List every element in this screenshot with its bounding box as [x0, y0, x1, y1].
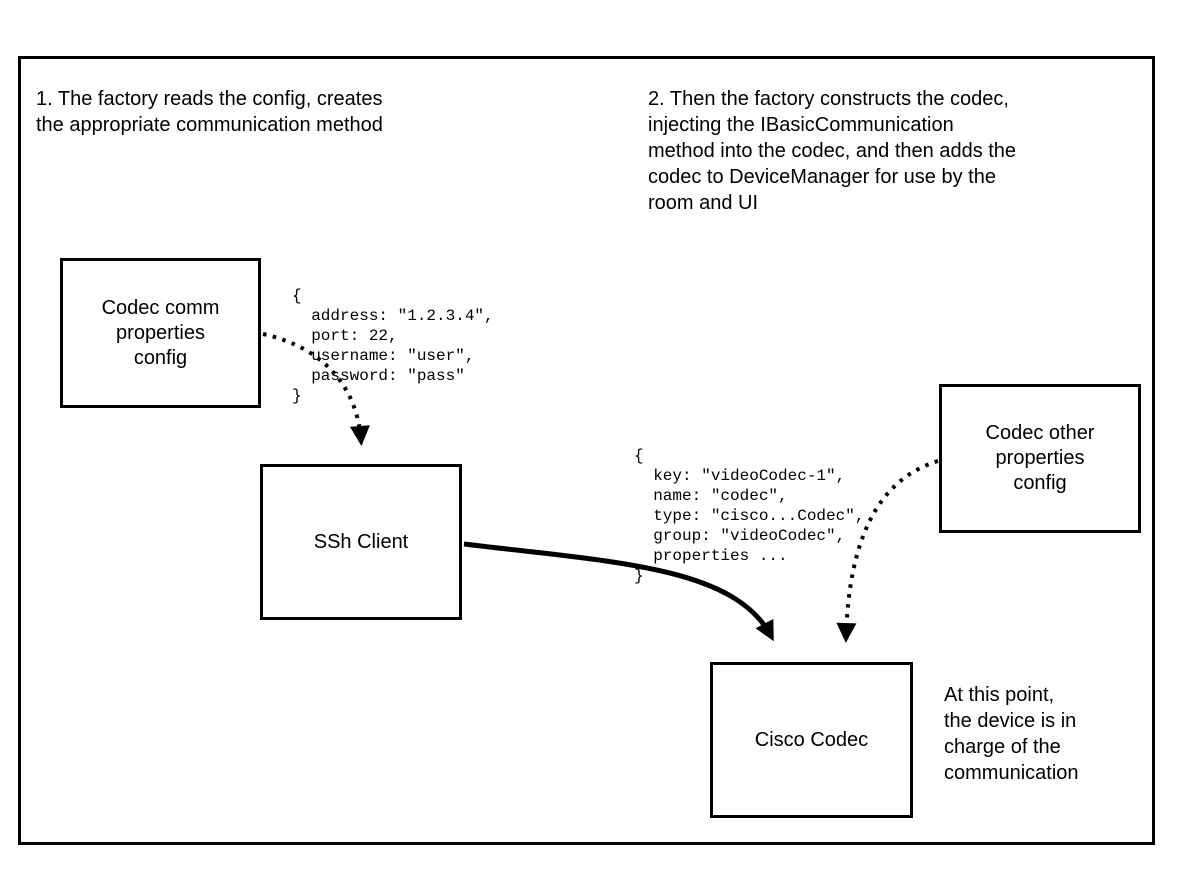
annotation-step-1: 1. The factory reads the config, creates… [36, 86, 516, 138]
annotation-line: 1. The factory reads the config, creates [36, 88, 383, 110]
annotation-line: injecting the IBasicCommunication [648, 114, 954, 136]
annotation-line: charge of the [944, 736, 1061, 758]
node-codec-other-config: Codec other properties config [939, 384, 1141, 533]
node-ssh-client: SSh Client [260, 464, 462, 620]
annotation-final-note: At this point, the device is in charge o… [944, 682, 1144, 786]
diagram-border [18, 56, 1155, 845]
node-codec-comm-config-label: Codec comm properties config [101, 296, 220, 369]
node-codec-other-config-label: Codec other properties config [985, 422, 1095, 494]
annotation-line: room and UI [648, 192, 759, 214]
annotation-line: communication [944, 762, 1079, 784]
annotation-line: 2. Then the factory constructs the codec… [648, 88, 1009, 110]
annotation-line: At this point, [944, 684, 1055, 706]
node-cisco-codec-label: Cisco Codec [754, 728, 869, 751]
annotation-step-2: 2. Then the factory constructs the codec… [648, 86, 1138, 216]
annotation-line: method into the codec, and then adds the [648, 140, 1017, 162]
node-cisco-codec: Cisco Codec [710, 662, 913, 818]
annotation-line: the device is in [944, 710, 1077, 732]
annotation-line: the appropriate communication method [36, 114, 383, 136]
node-ssh-client-label: SSh Client [313, 530, 409, 553]
codec-properties-snippet: { key: "videoCodec-1", name: "codec", ty… [634, 447, 865, 585]
annotation-line: codec to DeviceManager for use by the [648, 166, 996, 188]
node-codec-comm-config: Codec comm properties config [60, 258, 261, 408]
comm-properties-snippet: { address: "1.2.3.4", port: 22, username… [292, 287, 494, 405]
